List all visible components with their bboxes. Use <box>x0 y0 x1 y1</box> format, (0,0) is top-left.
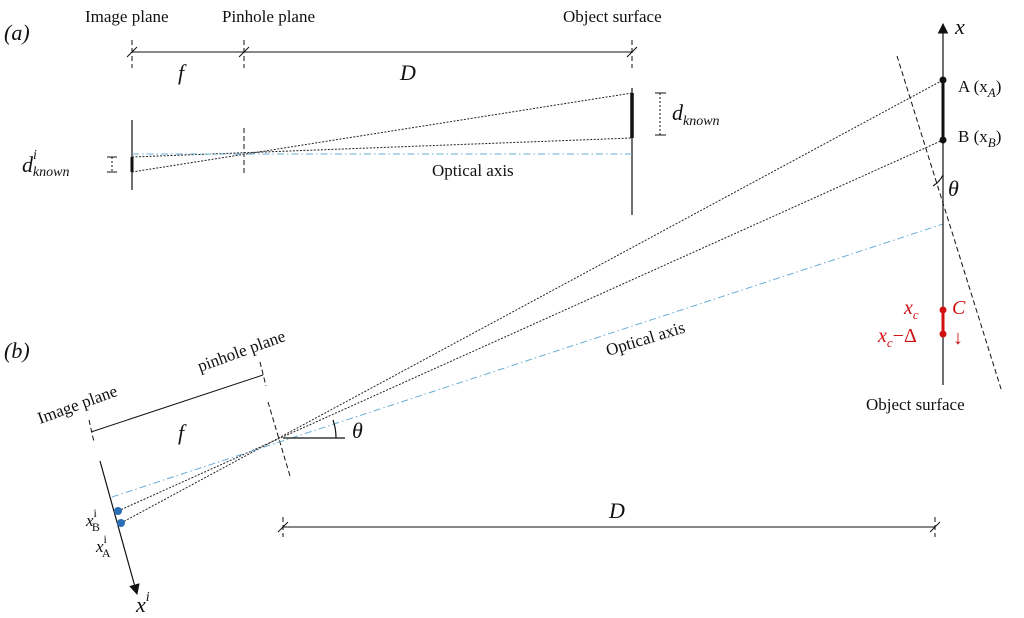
panel-a-tag: (a) <box>4 20 30 45</box>
ray-B <box>117 139 944 512</box>
panel-a-optical-axis-label: Optical axis <box>432 161 514 180</box>
panel-a-D-label: D <box>399 60 416 85</box>
panel-b-D-label: D <box>608 498 625 523</box>
point-A <box>939 76 947 84</box>
point-B-label: B (xB) <box>958 127 1001 150</box>
point-A-label: A (xA) <box>958 77 1001 100</box>
panel-a-pinhole-plane-label: Pinhole plane <box>222 7 315 26</box>
panel-b-optical-axis <box>111 223 944 498</box>
panel-b-f-dimension <box>90 374 264 433</box>
panel-b-tag: (b) <box>4 338 30 363</box>
theta-arc-low <box>332 419 337 439</box>
down-arrow-label: ↓ <box>953 327 963 349</box>
xc-minus-delta-label: xc−Δ <box>877 325 917 350</box>
panel-b-pinhole-plane-label: pinhole plane <box>195 326 288 375</box>
point-xc-minus-delta <box>939 330 947 338</box>
panel-b-object-surface-label: Object surface <box>866 395 965 414</box>
panel-b-image-plane-label: Image plane <box>35 381 120 427</box>
panel-a-f-label: f <box>178 60 187 85</box>
panel-b-image-plane-axis <box>99 460 140 596</box>
panel-b-pinhole-line <box>267 401 291 477</box>
point-B <box>939 136 947 144</box>
panel-a-ray-bottom <box>131 137 633 158</box>
panel-a-image-plane-label: Image plane <box>85 7 169 26</box>
d-known-label: dknown <box>672 100 720 129</box>
panel-b: (b) Image plane pinhole plane f Optical … <box>4 14 1003 617</box>
theta-low-label: θ <box>352 418 363 443</box>
tilted-object-surface <box>896 55 1003 393</box>
x-i-axis-label: xi <box>135 590 150 617</box>
ray-A <box>120 79 944 524</box>
panel-b-f-label: f <box>178 420 187 445</box>
image-point-B <box>114 507 122 515</box>
x-axis-label: x <box>954 14 965 39</box>
image-point-A <box>117 519 125 527</box>
xc-label: xc <box>903 297 919 322</box>
theta-high-label: θ <box>948 176 959 201</box>
point-C-label: C <box>952 297 966 319</box>
panel-a-ray-top <box>131 92 633 173</box>
point-xc <box>939 306 947 314</box>
theta-arc-high <box>932 174 944 187</box>
panel-a: (a) Image plane Pinhole plane Object sur… <box>4 7 720 215</box>
panel-b-optical-axis-label: Optical axis <box>604 318 688 360</box>
panel-a-object-surface-label: Object surface <box>563 7 662 26</box>
